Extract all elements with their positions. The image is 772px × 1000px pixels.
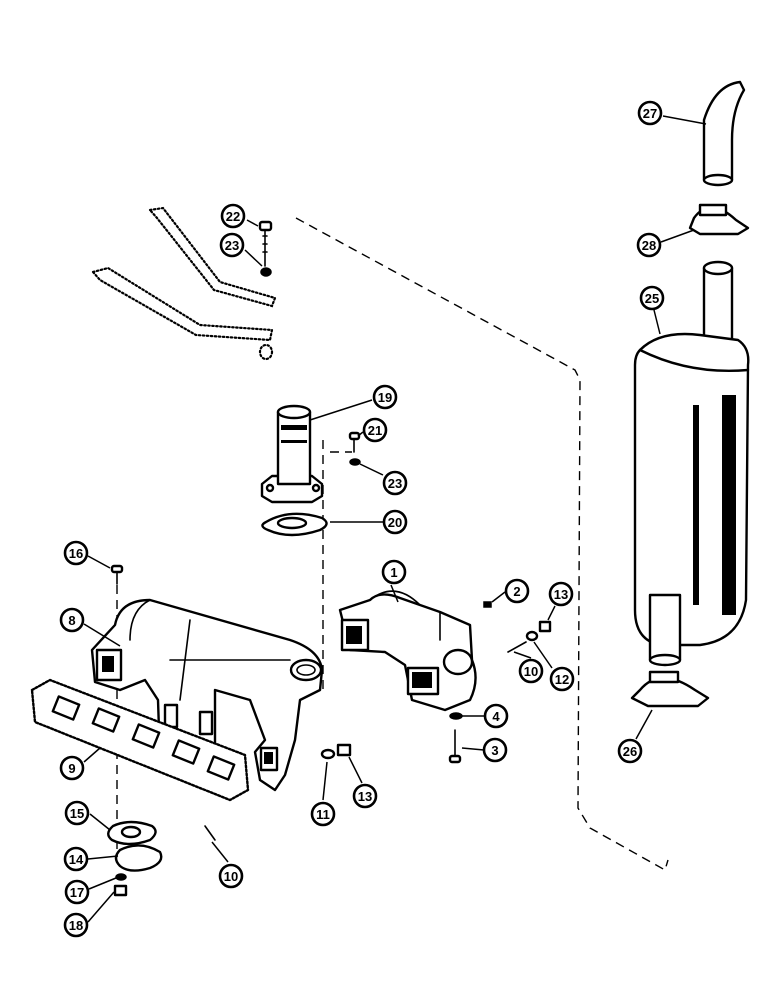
manifold-bolt [110, 564, 124, 585]
exhaust-elbow [338, 590, 477, 712]
svg-text:28: 28 [642, 238, 656, 253]
bracket-bolt [258, 220, 273, 267]
callout-10-left: 10 [218, 863, 244, 889]
muffler [633, 260, 750, 667]
svg-text:19: 19 [378, 390, 392, 405]
callout-15: 15 [64, 800, 90, 826]
cover-gasket [107, 820, 157, 846]
svg-text:25: 25 [645, 291, 659, 306]
callout-23-upper: 23 [219, 232, 245, 258]
svg-text:9: 9 [68, 761, 75, 776]
callout-17: 17 [64, 879, 90, 905]
svg-text:13: 13 [358, 789, 372, 804]
svg-text:15: 15 [70, 806, 84, 821]
leader-lines [83, 115, 707, 923]
svg-text:3: 3 [491, 743, 498, 758]
svg-text:26: 26 [623, 744, 637, 759]
svg-text:8: 8 [68, 613, 75, 628]
callout-9: 9 [59, 755, 85, 781]
callout-13-lower: 13 [352, 783, 378, 809]
callout-2: 2 [504, 578, 530, 604]
exhaust-manifold [90, 598, 324, 792]
callout-18: 18 [63, 912, 89, 938]
callout-26: 26 [617, 738, 643, 764]
callout-21: 21 [362, 417, 388, 443]
callout-14: 14 [63, 846, 89, 872]
callout-8: 8 [59, 607, 85, 633]
manifold-stud [204, 825, 216, 841]
callout-10-right: 10 [518, 658, 544, 684]
svg-text:14: 14 [69, 852, 84, 867]
svg-text:13: 13 [554, 587, 568, 602]
svg-text:27: 27 [643, 106, 657, 121]
callout-23-lower: 23 [382, 470, 408, 496]
exhaust-stack [702, 80, 746, 187]
exhaust-pipe-elbow [260, 404, 324, 504]
svg-text:18: 18 [69, 918, 83, 933]
svg-text:1: 1 [390, 565, 397, 580]
callout-3: 3 [482, 737, 508, 763]
svg-text:16: 16 [69, 546, 83, 561]
callout-27: 27 [637, 100, 663, 126]
callout-1: 1 [381, 559, 407, 585]
elbow-stud [507, 641, 527, 653]
manifold-gasket [30, 678, 250, 802]
callout-11: 11 [310, 801, 336, 827]
bracket-washer [260, 267, 272, 277]
svg-text:23: 23 [225, 238, 239, 253]
callout-12: 12 [549, 666, 575, 692]
svg-text:4: 4 [492, 709, 500, 724]
cover-nut [113, 884, 128, 897]
svg-text:17: 17 [70, 885, 84, 900]
elbow-washer [349, 458, 361, 466]
svg-text:23: 23 [388, 476, 402, 491]
callout-16: 16 [63, 540, 89, 566]
svg-text:10: 10 [524, 664, 538, 679]
svg-text:12: 12 [555, 672, 569, 687]
elbow-bolt [348, 431, 361, 453]
callout-28: 28 [636, 232, 662, 258]
manifold-washer [320, 748, 336, 760]
callout-25: 25 [639, 285, 665, 311]
elbow-nut [538, 620, 552, 633]
callout-4: 4 [483, 703, 509, 729]
mounting-brackets [91, 206, 277, 361]
elbow-setscrew [483, 601, 492, 608]
muffler-upper-clamp [688, 203, 750, 236]
cover-plate [114, 844, 163, 872]
svg-text:21: 21 [368, 423, 382, 438]
svg-text:22: 22 [226, 209, 240, 224]
muffler-lower-clamp [630, 670, 710, 708]
callout-13-right: 13 [548, 581, 574, 607]
elbow-lower-washer [449, 712, 463, 720]
dashed-routing-line [295, 217, 669, 872]
svg-text:10: 10 [224, 869, 238, 884]
callout-22: 22 [220, 203, 246, 229]
svg-text:2: 2 [513, 584, 520, 599]
cover-washer [115, 873, 127, 881]
svg-text:11: 11 [316, 807, 330, 822]
manifold-nut [336, 743, 352, 757]
callout-19: 19 [372, 384, 398, 410]
callout-20: 20 [382, 509, 408, 535]
elbow-lower-bolt [448, 729, 462, 764]
svg-text:20: 20 [388, 515, 402, 530]
elbow-washer-12 [525, 630, 539, 642]
elbow-gasket [261, 512, 328, 537]
